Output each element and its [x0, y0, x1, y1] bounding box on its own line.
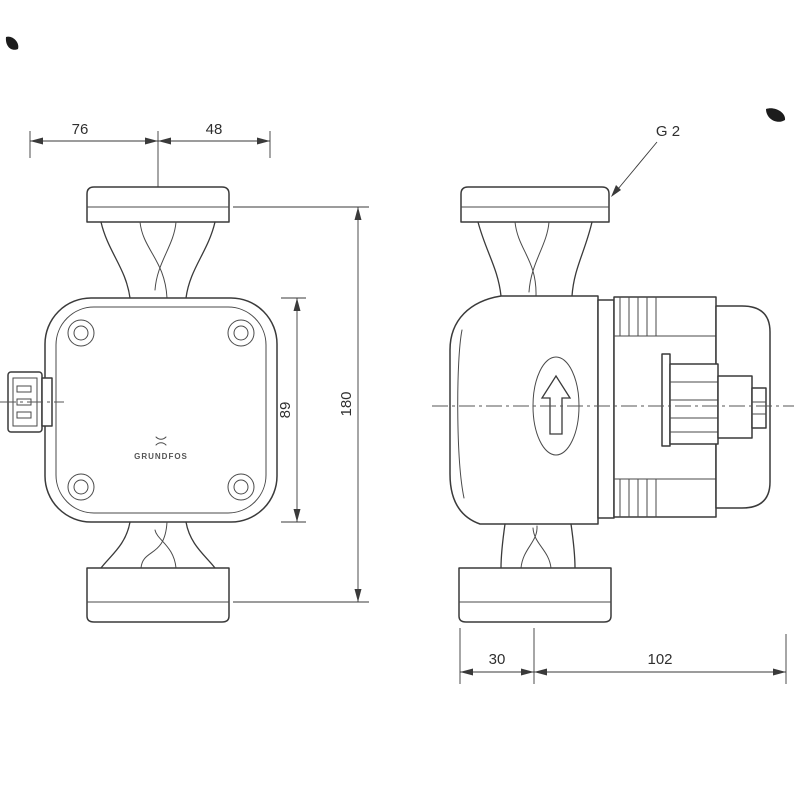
side-top-neck-contour-2	[528, 221, 550, 293]
dimension-depth: 30 102	[459, 628, 787, 684]
dim-label-89: 89	[277, 402, 294, 419]
side-view	[432, 186, 794, 623]
arrowhead	[521, 668, 534, 676]
grundfos-logo: GRUNDFOS	[134, 436, 188, 461]
arrowhead	[460, 668, 473, 676]
arrowhead	[773, 668, 786, 676]
dimension-top-width: 76 48	[29, 121, 271, 187]
front-bottom-flange	[86, 567, 230, 623]
scan-artifact-top-right	[766, 108, 786, 122]
arrowhead	[158, 137, 171, 145]
side-top-neck	[477, 221, 593, 297]
side-housing-outline	[449, 295, 599, 525]
front-bottom-neck-contour-2	[154, 529, 177, 569]
arrowhead	[293, 509, 301, 522]
side-bottom-neck-left	[500, 523, 506, 569]
side-top-flange-outline	[460, 186, 610, 223]
front-bottom-flange-outline	[86, 567, 230, 623]
terminal-plug	[661, 353, 767, 447]
dimensions: 76 48 89 180 G 2	[29, 121, 787, 684]
connector-pin-3	[16, 411, 32, 419]
corner-screw-bottom-right	[227, 473, 255, 501]
dimension-body-height: 89	[277, 297, 306, 523]
front-view: GRUNDFOS	[0, 186, 278, 623]
arrowhead	[611, 185, 621, 197]
front-top-flange-outline	[86, 186, 230, 223]
arrowhead	[293, 298, 301, 311]
corner-screw-top-left	[67, 319, 95, 347]
arrowhead	[30, 137, 43, 145]
side-top-flange	[460, 186, 610, 223]
arrowhead	[354, 589, 362, 602]
front-body-inner	[55, 306, 267, 514]
plug-connector	[717, 375, 753, 439]
dim-label-48: 48	[206, 121, 223, 138]
front-bottom-neck-contour-1	[140, 521, 168, 569]
connector-pin-1	[16, 385, 32, 393]
motor-section	[597, 296, 771, 519]
side-top-neck-contour-1	[514, 221, 537, 297]
front-bottom-neck-left	[100, 521, 131, 569]
grundfos-logo-icon	[155, 436, 167, 446]
side-pump-housing	[449, 295, 599, 525]
thread-callout: G 2	[611, 123, 680, 197]
side-bottom-neck-contour-2	[532, 527, 552, 569]
side-bottom-flange-outline	[458, 567, 612, 623]
dim-label-180: 180	[338, 391, 355, 416]
front-body-outer	[44, 297, 278, 523]
clamp-flange-plate	[597, 299, 615, 519]
side-bottom-flange	[458, 567, 612, 623]
dim-label-76: 76	[72, 121, 89, 138]
plug-bracket	[661, 353, 671, 447]
grundfos-logo-text: GRUNDFOS	[134, 452, 188, 461]
plug-body	[669, 363, 719, 445]
front-top-flange	[86, 186, 230, 223]
front-bottom-neck	[100, 521, 216, 569]
side-top-neck-left	[477, 221, 502, 297]
corner-screw-top-right	[227, 319, 255, 347]
dimension-port-to-port: 180	[233, 206, 369, 603]
stator-ribs-bottom	[619, 478, 657, 518]
electrical-connector	[0, 371, 64, 433]
side-bottom-neck-contour-1	[520, 525, 538, 569]
arrowhead	[534, 668, 547, 676]
front-top-neck-left	[100, 221, 131, 299]
plug-cap	[751, 387, 767, 429]
front-top-neck-contour-1	[139, 221, 168, 299]
flow-arrow-up-icon	[540, 374, 572, 435]
front-top-neck-right	[185, 221, 216, 299]
side-bottom-neck	[500, 523, 576, 569]
side-housing-inner-contour	[457, 329, 465, 499]
corner-screw-bottom-left	[67, 473, 95, 501]
scan-artifact-top-left	[5, 36, 19, 50]
arrowhead	[257, 137, 270, 145]
stator-ribs-top	[619, 296, 657, 337]
front-top-neck-contour-2	[154, 221, 177, 291]
thread-label-g2: G 2	[656, 123, 680, 140]
dim-label-30: 30	[489, 651, 506, 668]
side-bottom-neck-right	[570, 523, 576, 569]
side-top-neck-right	[571, 221, 593, 297]
arrowhead	[145, 137, 158, 145]
arrowhead	[354, 207, 362, 220]
front-pump-body: GRUNDFOS	[44, 297, 278, 523]
dim-label-102: 102	[647, 651, 672, 668]
front-top-neck	[100, 221, 216, 299]
leader-line	[612, 141, 658, 196]
front-bottom-neck-right	[185, 521, 216, 569]
